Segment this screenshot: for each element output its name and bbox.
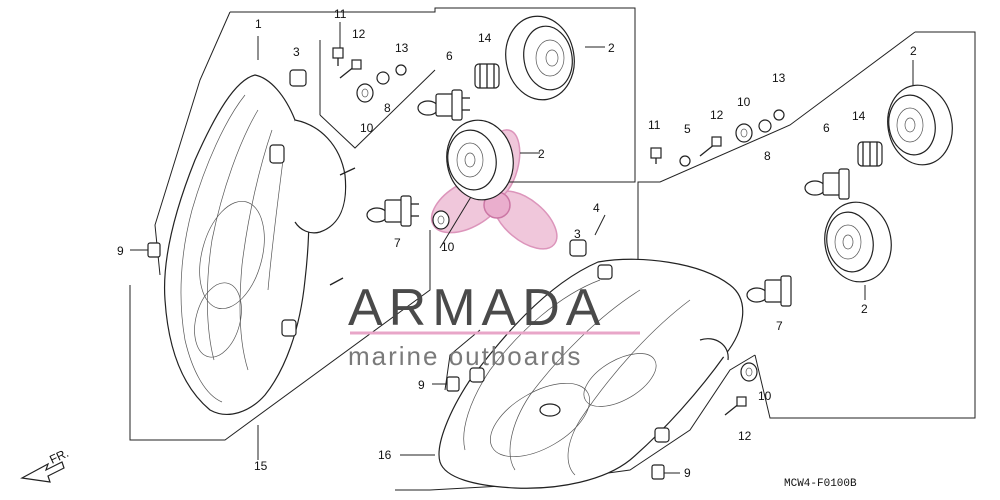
label-6-right: 6 (823, 121, 830, 135)
label-14-right: 14 (852, 109, 866, 123)
label-9-left: 9 (117, 244, 124, 258)
small-hardware (147, 47, 785, 480)
label-2-mid: 2 (538, 147, 545, 161)
watermark-brand: ARMADA (348, 279, 606, 337)
label-6-left: 6 (446, 49, 453, 63)
bulb-7-right (746, 275, 792, 307)
label-12-right-top: 12 (710, 108, 724, 122)
label-15: 15 (254, 459, 268, 473)
callout-labels: 1 3 11 12 13 8 10 6 14 2 2 7 10 9 15 11 … (47, 7, 917, 490)
right-headlight-unit (438, 258, 744, 489)
dust-cover-mid-left (446, 119, 514, 201)
label-13-right: 13 (772, 71, 786, 85)
label-10-mid: 10 (441, 240, 455, 254)
socket-14-left (474, 63, 500, 89)
bulb-6-right (804, 168, 850, 200)
diagram-code: MCW4-F0100B (784, 478, 857, 490)
label-7-left: 7 (394, 236, 401, 250)
label-5: 5 (684, 122, 691, 136)
label-11-left: 11 (334, 7, 347, 21)
label-14-left: 14 (478, 31, 492, 45)
watermark-tagline: marine outboards (348, 341, 582, 371)
label-10-right-bottom: 10 (758, 389, 772, 403)
dust-cover-top-right (887, 84, 953, 166)
socket-14-right (857, 141, 883, 167)
label-9-right: 9 (684, 466, 691, 480)
label-2-right-top: 2 (910, 44, 917, 58)
label-8-left: 8 (384, 101, 391, 115)
label-12-right-bottom: 12 (738, 429, 752, 443)
front-arrow-label: FR. (47, 446, 70, 467)
label-7-right: 7 (776, 319, 783, 333)
label-10-top-left: 10 (360, 121, 374, 135)
dust-cover-top-left (505, 15, 575, 101)
dust-cover-bottom-right (824, 201, 892, 283)
bulb-7-left (366, 195, 419, 227)
label-8-right: 8 (764, 149, 771, 163)
label-1: 1 (255, 17, 262, 31)
bulb-6-left (417, 89, 470, 121)
label-4: 4 (593, 201, 600, 215)
label-9-mid: 9 (418, 378, 425, 392)
label-2-right-bottom: 2 (861, 302, 868, 316)
label-12-left: 12 (352, 27, 366, 41)
front-direction-arrow-icon (20, 461, 65, 483)
label-16: 16 (378, 448, 392, 462)
left-headlight-unit (163, 74, 356, 415)
label-11-right: 11 (648, 118, 661, 132)
label-2-top: 2 (608, 41, 615, 55)
watermark-text: ARMADA marine outboards (348, 279, 640, 371)
label-10-right-top: 10 (737, 95, 751, 109)
leader-lines (129, 7, 976, 491)
label-3-right: 3 (574, 227, 581, 241)
label-13-left: 13 (395, 41, 409, 55)
label-3-left: 3 (293, 45, 300, 59)
